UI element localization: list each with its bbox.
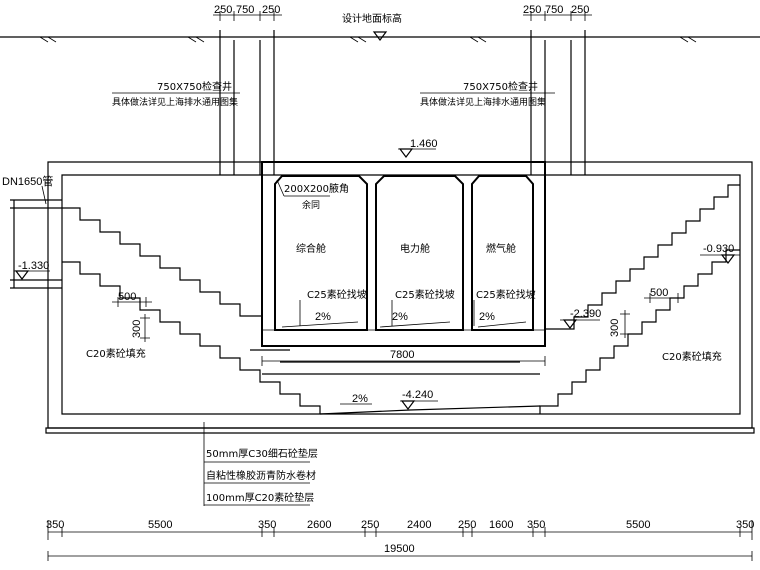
- ground-elevation-label: 设计地面标高: [342, 12, 402, 25]
- bottom-elevation-marker: [400, 400, 416, 410]
- left-elevation-label: -1.330: [18, 260, 49, 272]
- compartment-gas: [471, 175, 534, 331]
- right-manhole-callout: 750X750检查井 具体做法详见上海排水通用图集: [420, 80, 555, 108]
- ground-elevation-marker: [372, 31, 388, 41]
- right-elevation-label: -0.930: [703, 243, 734, 255]
- slope-fill-3: C25素砼找坡: [476, 288, 536, 301]
- left-step-dims: 500 300: [112, 291, 152, 342]
- top-left-dims: 250 750 250: [213, 4, 282, 21]
- right-step-width: 500: [650, 287, 668, 299]
- tunnel-width-label: 7800: [390, 349, 414, 361]
- dim-top-left-1: 250: [214, 4, 232, 16]
- left-stepped-slope-lower: [62, 261, 321, 414]
- layer-notes: 50mm厚C30细石砼垫层 自粘性橡胶沥青防水卷材 100mm厚C20素砼垫层: [203, 422, 318, 506]
- top-right-dims: 250 750 250: [523, 4, 592, 21]
- slope-pct-3: 2%: [479, 311, 495, 323]
- right-step-dims: 500 300: [609, 287, 684, 338]
- haunch-line1: 200X200腋角: [284, 182, 349, 195]
- dim-top-left-2: 750: [236, 4, 254, 16]
- left-manhole-line1: 750X750检查井: [157, 80, 232, 93]
- bottom-dim-6: 2400: [407, 519, 431, 531]
- bottom-dim-4: 2600: [307, 519, 331, 531]
- top-elevation-label: 1.460: [410, 138, 438, 150]
- bottom-dim-11: 350: [736, 519, 754, 531]
- total-width-dim: 19500: [47, 543, 753, 561]
- left-manhole-line2: 具体做法详见上海排水通用图集: [112, 96, 238, 108]
- ground-hatch: [39, 36, 697, 43]
- layer-3: 100mm厚C20素砼垫层: [206, 491, 314, 504]
- dim-top-right-3: 250: [571, 4, 589, 16]
- left-fill-label: C20素砼填充: [86, 347, 146, 360]
- dim-top-right-1: 250: [523, 4, 541, 16]
- haunch-leader: [276, 179, 285, 197]
- slope-pct-1: 2%: [315, 311, 331, 323]
- bottom-dim-10: 5500: [626, 519, 650, 531]
- bottom-dim-5: 250: [361, 519, 379, 531]
- bottom-slope-pct: 2%: [352, 393, 368, 405]
- pipe-leader: [41, 185, 47, 205]
- mid-right-elevation-label: -2.390: [570, 308, 601, 320]
- slope-fill-2: C25素砼找坡: [395, 288, 455, 301]
- bottom-elevation-label: -4.240: [402, 389, 433, 401]
- slope-lines: [281, 321, 527, 328]
- left-stepped-slope-upper: [62, 207, 262, 317]
- pipe-label: DN1650管: [2, 174, 53, 188]
- right-elevation-marker: [720, 254, 736, 264]
- bottom-dim-8: 1600: [489, 519, 513, 531]
- compartment-gas-label: 燃气舱: [486, 242, 516, 255]
- right-stepped-slope-lower: [539, 249, 740, 414]
- compartment-utility-label: 综合舱: [296, 242, 326, 255]
- dim-top-left-3: 250: [262, 4, 280, 16]
- tunnel-width-dim: 7800: [261, 349, 546, 366]
- trench-bottom: [319, 405, 541, 415]
- left-step-width: 500: [118, 291, 136, 303]
- bottom-dim-9: 350: [527, 519, 545, 531]
- left-pipe: [10, 199, 62, 289]
- total-width-label: 19500: [384, 543, 415, 555]
- dim-top-right-2: 750: [545, 4, 563, 16]
- bottom-dims: 350 5500 350 2600 250 2400 250 1600 350 …: [46, 519, 754, 540]
- compartment-power: [375, 175, 464, 331]
- right-step-height: 300: [609, 319, 621, 337]
- right-manhole-shaft: [530, 30, 586, 175]
- right-manhole-line2: 具体做法详见上海排水通用图集: [420, 96, 546, 108]
- bottom-dim-1: 350: [46, 519, 64, 531]
- bottom-dim-7: 250: [458, 519, 476, 531]
- right-stepped-slope-upper: [545, 184, 740, 330]
- base-slab: [45, 427, 755, 434]
- top-elevation-marker: [398, 148, 414, 158]
- slope-pct-2: 2%: [392, 311, 408, 323]
- left-step-height: 300: [131, 320, 143, 338]
- compartment-utility: [274, 175, 368, 331]
- left-manhole-callout: 750X750检查井 具体做法详见上海排水通用图集: [112, 80, 240, 108]
- layer-1: 50mm厚C30细石砼垫层: [206, 447, 318, 460]
- compartment-power-label: 电力舱: [400, 242, 430, 255]
- bottom-dim-2: 5500: [148, 519, 172, 531]
- left-manhole-shaft: [219, 30, 275, 175]
- slope-fill-1: C25素砼找坡: [307, 288, 367, 301]
- bottom-dim-3: 350: [258, 519, 276, 531]
- layer-2: 自粘性橡胶沥青防水卷材: [206, 469, 316, 482]
- mid-right-elevation-marker: [562, 319, 578, 329]
- right-fill-label: C20素砼填充: [662, 350, 722, 363]
- haunch-line2: 余同: [302, 199, 320, 211]
- slope-fill-leaders: [299, 300, 475, 326]
- right-manhole-line1: 750X750检查井: [463, 80, 538, 93]
- left-elevation-marker: [14, 270, 30, 280]
